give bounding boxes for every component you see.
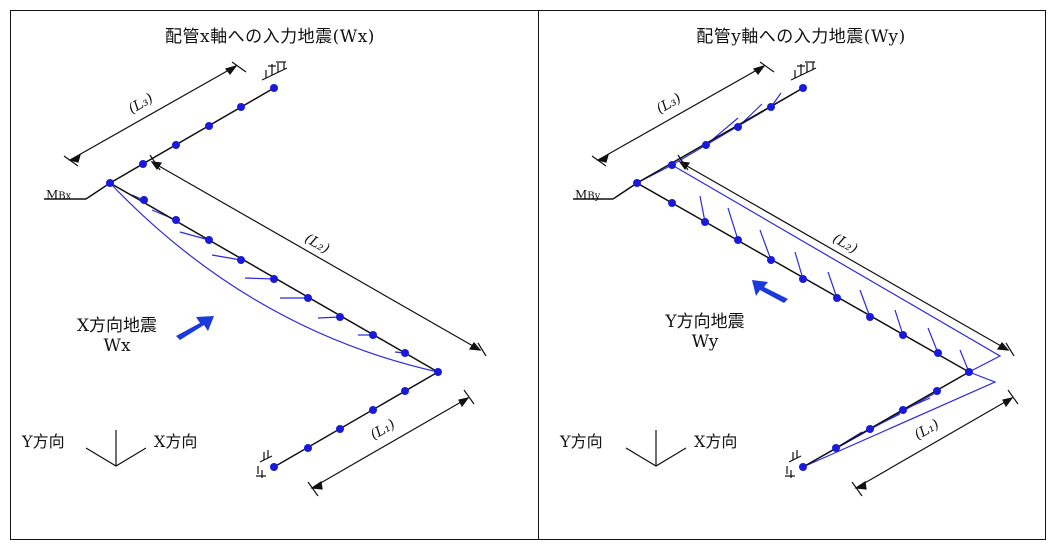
outer-border: [10, 10, 1046, 540]
right-axis-v: [625, 430, 687, 467]
left-dimension-lines: [63, 61, 487, 497]
left-axis-x-label: X方向: [154, 432, 198, 451]
right-panel-title: 配管y軸への入力地震(Wy): [696, 27, 906, 47]
right-axis-y-label: Y方向: [560, 432, 603, 451]
right-pipe: [573, 87, 970, 468]
right-axis-x-label: X方向: [694, 432, 738, 451]
left-moment-curve: [109, 182, 439, 373]
left-axis-v: [85, 430, 147, 467]
right-quake-label-line2: Wy: [691, 332, 719, 352]
right-moment-label: MBy: [575, 188, 601, 202]
left-quake-label: X方向地震 Wx: [62, 316, 172, 356]
left-anchor-top: [261, 61, 288, 81]
left-pipe: [44, 87, 439, 468]
right-dimension-lines: [591, 61, 1019, 497]
left-quake-label-line2: Wx: [103, 336, 131, 356]
right-quake-label-line1: Y方向地震: [665, 312, 745, 332]
left-moment-label: MBx: [46, 188, 72, 202]
left-panel-title: 配管x軸への入力地震(Wx): [165, 27, 375, 47]
right-anchor-bottom: [785, 450, 802, 478]
right-pipe-nodes: [633, 84, 973, 471]
left-pipe-nodes: [106, 84, 442, 471]
left-anchor-bottom: [256, 450, 273, 478]
right-moment-diagram: [635, 87, 1002, 468]
left-quake-label-line1: X方向地震: [76, 316, 158, 336]
left-axis-y-label: Y方向: [22, 432, 65, 451]
panel-divider: [538, 10, 539, 540]
right-quake-label: Y方向地震 Wy: [650, 312, 760, 352]
left-quake-arrow: [176, 316, 214, 340]
right-anchor-top: [790, 61, 817, 81]
right-quake-arrow: [752, 280, 788, 303]
